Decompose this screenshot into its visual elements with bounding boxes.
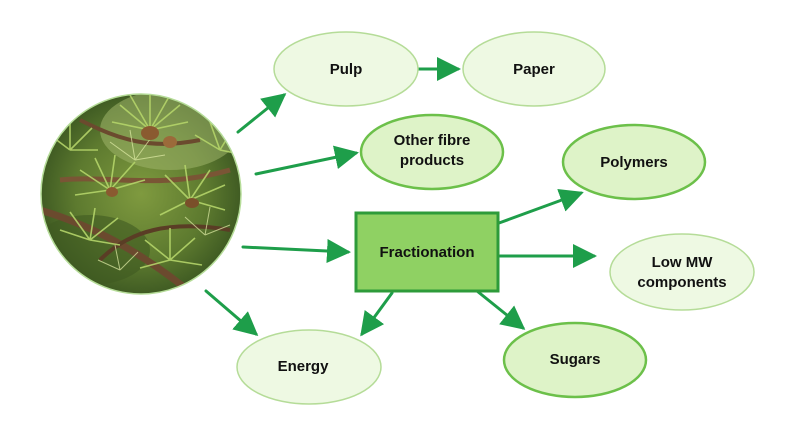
arrow-fractionation-to-polymers	[497, 188, 584, 225]
node-energy-label: Energy	[278, 358, 330, 375]
pine-tree-photo	[40, 93, 242, 295]
node-fractionation-label: Fractionation	[379, 244, 474, 261]
node-low-mw-components: Low MW components	[609, 233, 755, 311]
node-other-fibre-line2: products	[400, 152, 464, 169]
node-low-mw-line1: Low MW	[652, 254, 714, 271]
node-fractionation: Fractionation	[354, 211, 500, 293]
node-low-mw-line2: components	[637, 274, 726, 291]
node-polymers-label: Polymers	[600, 154, 668, 171]
arrow-tree-to-pulp	[236, 93, 287, 134]
arrow-tree-to-energy	[204, 289, 259, 336]
node-pulp: Pulp	[273, 31, 419, 107]
node-paper: Paper	[462, 31, 606, 107]
node-energy: Energy	[236, 329, 382, 405]
node-sugars: Sugars	[502, 321, 648, 399]
node-paper-label: Paper	[513, 61, 555, 78]
arrows	[204, 57, 597, 337]
arrow-tree-to-fractionation	[241, 239, 351, 263]
node-other-fibre-line1: Other fibre	[394, 132, 471, 149]
arrow-fractionation-to-sugars	[475, 289, 526, 330]
node-sugars-label: Sugars	[550, 351, 601, 368]
node-other-fibre-products: Other fibre products	[359, 113, 505, 191]
node-pulp-label: Pulp	[330, 61, 363, 78]
arrow-fractionation-to-energy	[360, 291, 394, 337]
node-polymers: Polymers	[561, 123, 707, 201]
arrow-tree-to-other-fibre	[254, 145, 359, 176]
